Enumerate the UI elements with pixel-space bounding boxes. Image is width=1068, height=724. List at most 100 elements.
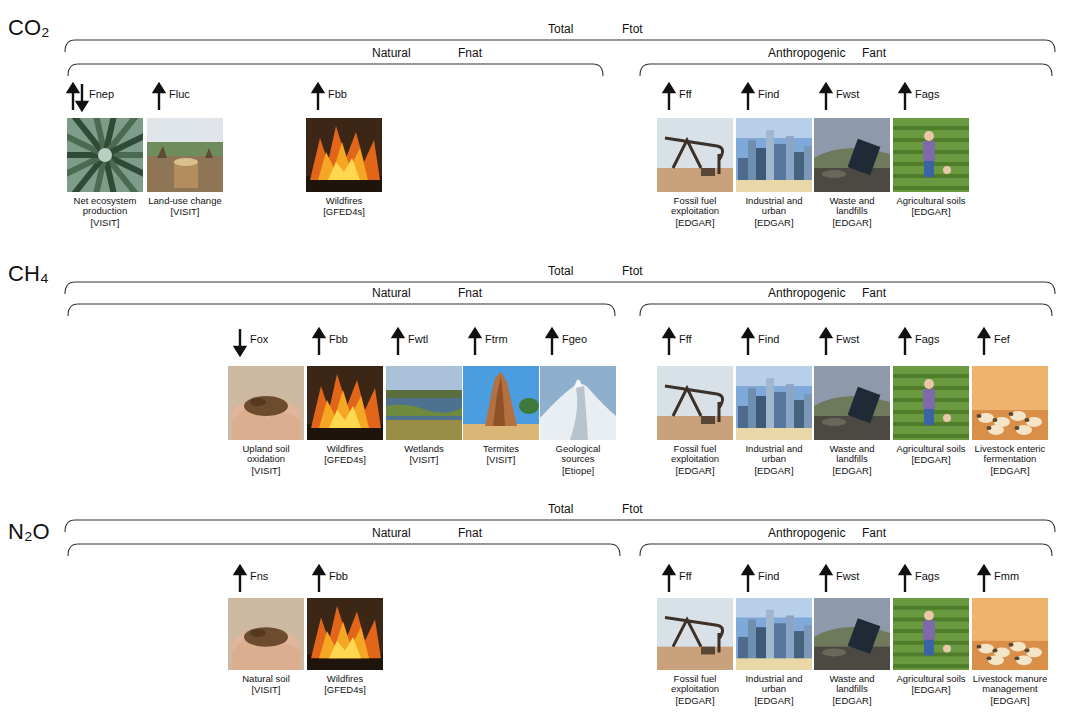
model-name: [EDGAR]: [814, 466, 890, 476]
flux-arrow: [900, 566, 910, 592]
source-caption: Livestock enteric fermentation: [972, 444, 1048, 465]
source-photo: [463, 366, 539, 440]
flux-symbol: Fbb: [306, 80, 382, 118]
flux-symbol: Ftot: [622, 503, 643, 516]
flux-symbol: Fmm: [972, 562, 1048, 598]
source-caption: Industrial and urban: [736, 196, 812, 217]
flux-arrow: [393, 329, 403, 355]
source-photo: [657, 118, 733, 192]
model-name: [EDGAR]: [814, 696, 890, 706]
flux-symbol: Fnep: [67, 80, 143, 118]
model-name: [EDGAR]: [893, 455, 969, 465]
source-photo: [228, 598, 304, 670]
model-name: [Etiope]: [540, 466, 616, 476]
group-bracket: [68, 544, 620, 556]
gas-name: CH₄: [8, 262, 49, 286]
source-photo: [814, 598, 890, 670]
flux-arrow: [979, 566, 989, 592]
source-photo: [657, 366, 733, 440]
source-photo: [893, 118, 969, 192]
model-name: [VISIT]: [147, 207, 223, 217]
flux-symbol: Fff: [657, 562, 733, 598]
source-caption: Fossil fuel exploitation: [657, 444, 733, 465]
flux-symbol: Fox: [228, 325, 304, 366]
flux-arrow: [821, 84, 831, 110]
group-bracket: [65, 520, 1055, 532]
flux-symbol: Fant: [862, 527, 886, 540]
flux-symbol: Find: [736, 562, 812, 598]
source-caption: Agricultural soils: [893, 674, 969, 684]
flux-source: FwtlWetlands[VISIT]: [386, 325, 462, 466]
flux-symbol: Fluc: [147, 80, 223, 118]
flux-symbol: Fant: [862, 287, 886, 300]
flux-arrow: [470, 329, 480, 355]
gas-name: CO₂: [8, 16, 50, 40]
flux-source: FagsAgricultural soils[EDGAR]: [893, 325, 969, 466]
flux-symbol: Fnat: [458, 47, 482, 60]
flux-arrow: [900, 329, 910, 355]
model-name: [GFED4s]: [306, 207, 382, 217]
flux-symbol: Fgeo: [540, 325, 616, 366]
flux-source: FefLivestock enteric fermentation[EDGAR]: [972, 325, 1048, 477]
model-name: [EDGAR]: [657, 218, 733, 228]
group-bracket: [68, 304, 615, 316]
flux-source: FindIndustrial and urban[EDGAR]: [736, 562, 812, 707]
source-photo: [814, 366, 890, 440]
group-bracket: [68, 64, 603, 76]
source-caption: Industrial and urban: [736, 444, 812, 465]
source-photo: [55, 106, 155, 203]
flux-source: FbbWildfires[GFED4s]: [306, 80, 382, 218]
flux-symbol: Fnat: [458, 527, 482, 540]
model-name: [EDGAR]: [736, 218, 812, 228]
flux-source: FmmLivestock manure management[EDGAR]: [972, 562, 1048, 707]
model-name: [VISIT]: [463, 455, 539, 465]
source-caption: Industrial and urban: [736, 674, 812, 695]
flux-source: FagsAgricultural soils[EDGAR]: [893, 80, 969, 218]
flux-source: FwstWaste and landfills[EDGAR]: [814, 80, 890, 229]
source-photo: [736, 598, 812, 670]
flux-arrow: [743, 84, 753, 110]
flux-source: FindIndustrial and urban[EDGAR]: [736, 80, 812, 229]
flux-arrow: [547, 329, 557, 355]
flux-arrow: [314, 566, 324, 592]
source-photo: [736, 118, 812, 192]
flux-symbol: Ftot: [622, 265, 643, 278]
source-photo: [540, 366, 616, 440]
model-name: [GFED4s]: [307, 455, 383, 465]
flux-source: FgeoGeological sources[Etiope]: [540, 325, 616, 477]
flux-symbol: Find: [736, 80, 812, 118]
source-photo: [736, 366, 812, 440]
source-caption: Agricultural soils: [893, 444, 969, 454]
source-photo: [972, 598, 1048, 670]
flux-arrow: [821, 566, 831, 592]
flux-arrow: [664, 329, 674, 355]
group-label: Anthropogenic: [768, 47, 845, 60]
flux-symbol: Fff: [657, 325, 733, 366]
source-caption: Wildfires: [307, 444, 383, 454]
flux-arrow: [154, 84, 164, 110]
source-caption: Livestock manure management: [972, 674, 1048, 695]
source-caption: Termites: [463, 444, 539, 454]
flux-source: FoxUpland soil oxidation[VISIT]: [228, 325, 304, 477]
source-photo: [386, 366, 462, 440]
model-name: [EDGAR]: [657, 466, 733, 476]
model-name: [EDGAR]: [893, 207, 969, 217]
flux-arrow: [664, 566, 674, 592]
flux-symbol: Fbb: [307, 325, 383, 366]
flux-source: FwstWaste and landfills[EDGAR]: [814, 562, 890, 707]
source-photo: [972, 366, 1048, 440]
flux-arrow: [235, 329, 245, 355]
flux-symbol: Fwst: [814, 562, 890, 598]
source-photo: [147, 118, 223, 192]
flux-source: FffFossil fuel exploitation[EDGAR]: [657, 80, 733, 229]
source-photo: [893, 598, 969, 670]
model-name: [EDGAR]: [736, 466, 812, 476]
group-label: Total: [548, 23, 573, 36]
flux-symbol: Fwst: [814, 325, 890, 366]
source-caption: Wildfires: [306, 196, 382, 206]
model-name: [EDGAR]: [736, 696, 812, 706]
source-caption: Land-use change: [147, 196, 223, 206]
source-caption: Wildfires: [307, 674, 383, 684]
flux-arrow: [314, 329, 324, 355]
flux-symbol: Fns: [228, 562, 304, 598]
